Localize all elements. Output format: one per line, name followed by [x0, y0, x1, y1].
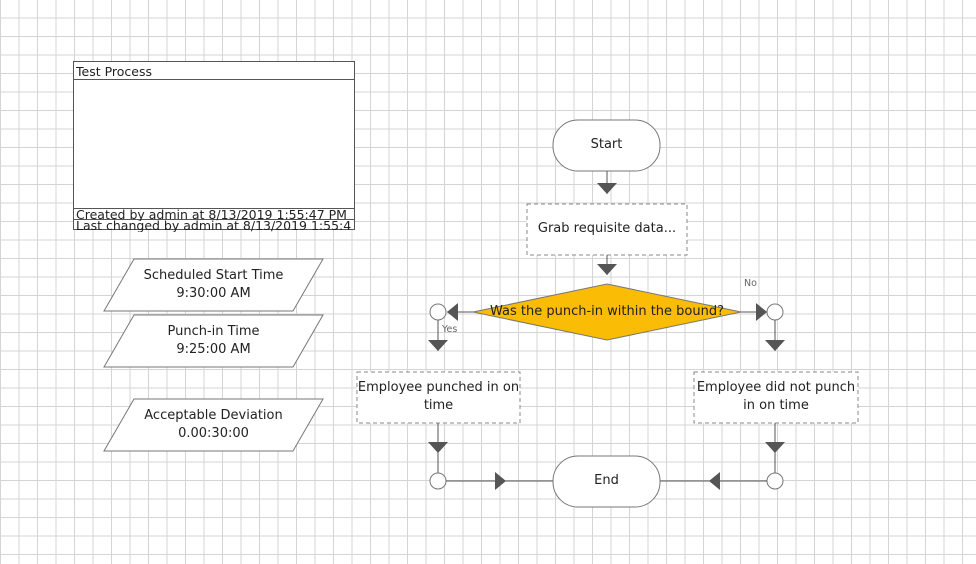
end-terminator[interactable] [552, 455, 661, 508]
header-divider [74, 79, 354, 80]
late-label: Employee did not punch in on time [694, 379, 858, 415]
changed-info: Last changed by admin at 8/13/2019 1:55:… [76, 219, 352, 232]
decision-label: Was the punch-in within the bound? [489, 304, 725, 319]
end-label: End [594, 473, 619, 488]
data-item-punch-in-time[interactable] [103, 314, 324, 368]
data-item-name: Acceptable Deviation [144, 408, 283, 423]
arrow-start-grab [597, 183, 617, 194]
late-line-2: in on time [743, 398, 809, 413]
footer-divider-top [74, 208, 354, 209]
on-time-label: Employee punched in on time [357, 379, 520, 415]
data-item-name: Punch-in Time [167, 324, 260, 339]
arrow-yes [447, 303, 458, 321]
data-item-label-3: Acceptable Deviation 0.00:30:00 [104, 407, 323, 443]
footer-divider-bottom [74, 219, 354, 220]
anchor-yes-top[interactable] [429, 303, 447, 321]
arrow-late-down [765, 442, 785, 453]
arrow-yes-down [428, 340, 448, 351]
yes-label: Yes [442, 324, 458, 335]
action-not-on-time[interactable] [693, 371, 859, 424]
grab-data-label: Grab requisite data... [537, 221, 677, 236]
arrow-on-time-down [428, 442, 448, 453]
arrow-no [756, 303, 767, 321]
on-time-line-1: Employee punched in on [357, 380, 520, 395]
data-item-value: 9:25:00 AM [176, 342, 251, 357]
action-punched-on-time[interactable] [356, 371, 521, 424]
data-item-value: 0.00:30:00 [178, 426, 249, 441]
action-grab-data[interactable] [526, 203, 688, 256]
anchor-no-bottom[interactable] [766, 472, 784, 490]
arrow-yes-end [495, 472, 506, 490]
arrow-grab-decision [597, 264, 617, 275]
arrow-no-end [709, 472, 720, 490]
decision-diamond[interactable] [472, 283, 742, 341]
arrow-no-down [765, 340, 785, 351]
process-info-box[interactable]: Test Process Created by admin at 8/13/20… [73, 61, 355, 232]
on-time-line-2: time [423, 398, 454, 413]
start-label: Start [590, 137, 623, 152]
data-item-label-1: Scheduled Start Time 9:30:00 AM [104, 267, 323, 303]
data-item-acceptable-deviation[interactable] [103, 398, 324, 452]
data-item-value: 9:30:00 AM [176, 286, 251, 301]
process-title: Test Process [76, 64, 153, 79]
anchor-no-top[interactable] [766, 303, 784, 321]
no-label: No [744, 278, 757, 289]
data-item-label-2: Punch-in Time 9:25:00 AM [104, 323, 323, 359]
data-item-name: Scheduled Start Time [143, 268, 284, 283]
anchor-yes-bottom[interactable] [429, 472, 447, 490]
created-info: Created by admin at 8/13/2019 1:55:47 PM [76, 208, 347, 221]
late-line-1: Employee did not punch [696, 380, 856, 395]
data-item-scheduled-start-time[interactable] [103, 258, 324, 312]
